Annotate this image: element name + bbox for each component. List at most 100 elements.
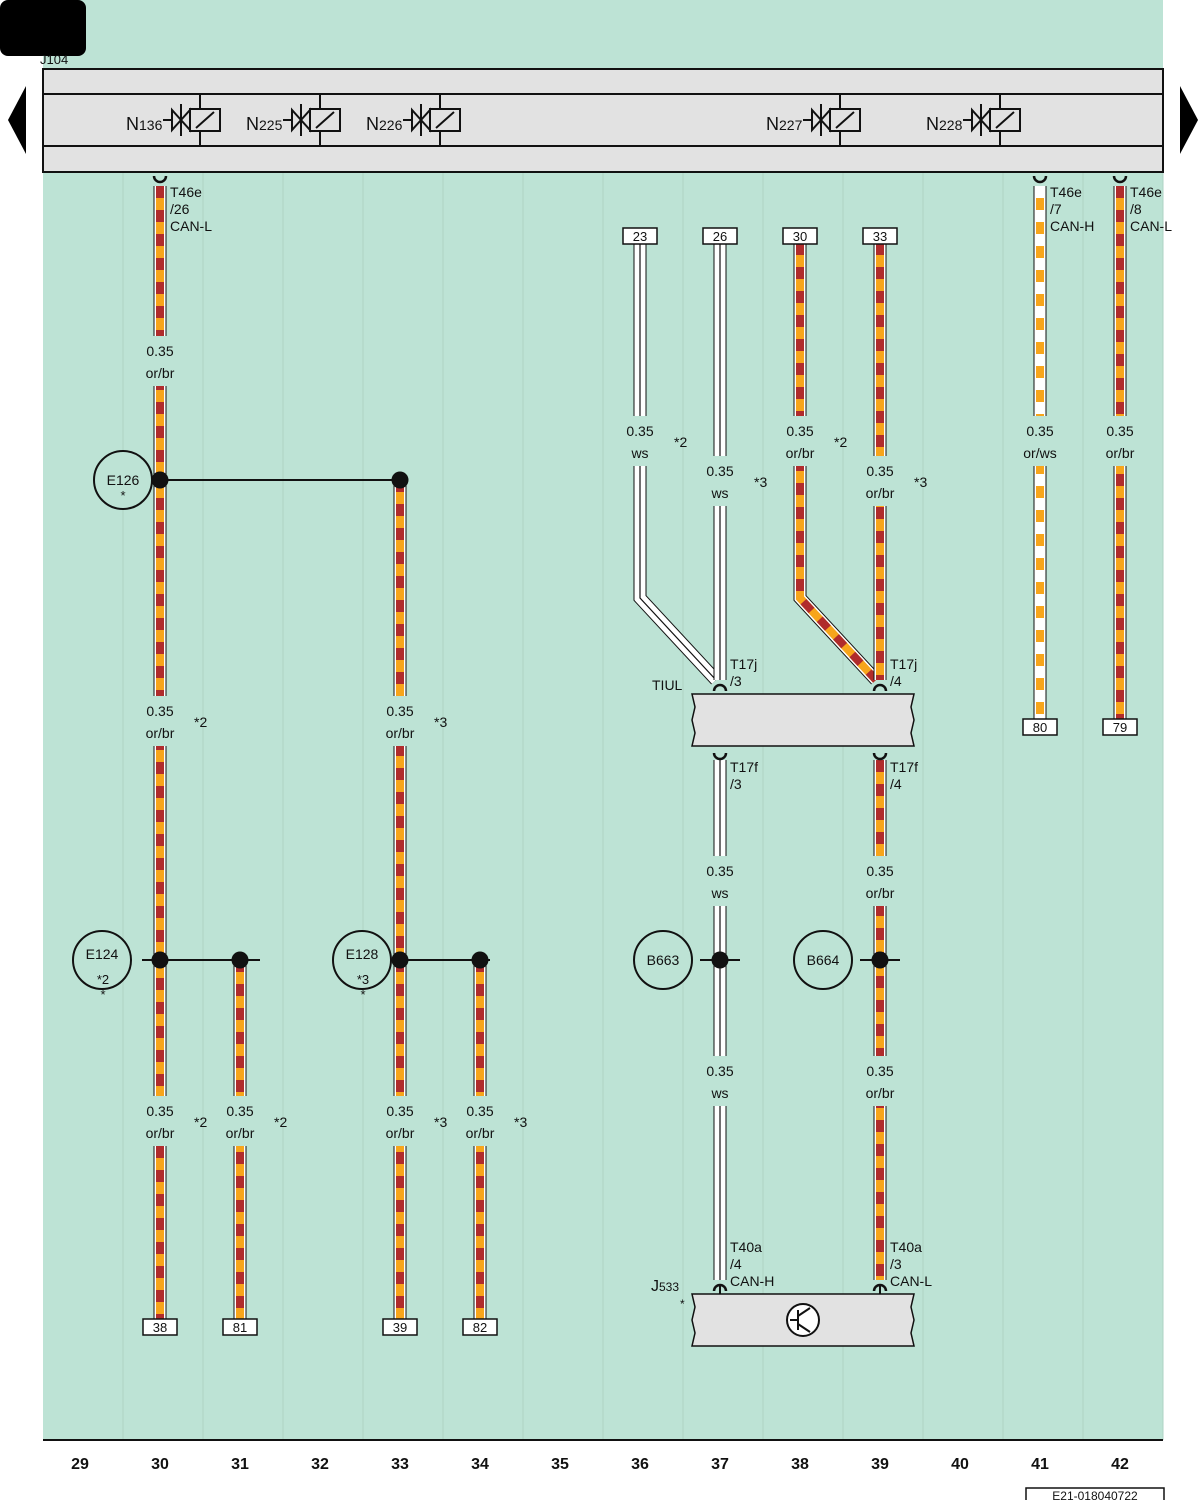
valve-label: N226 [366, 114, 403, 134]
column-gridlines [122, 172, 1164, 1440]
wire-labels: 0.35 or/br 0.35 or/br *2 0.35 or/br *2 0.35 or/br… [144, 336, 1136, 1146]
terminal-box: 39 [382, 1318, 418, 1336]
junction-dot [871, 951, 889, 969]
footer-code-box [1025, 1487, 1165, 1500]
splice-e124: E124 [72, 930, 132, 990]
solenoid-valve-icon: N228 [926, 94, 1021, 146]
junction-dot [151, 471, 169, 489]
wire-color-label: ws [710, 885, 728, 901]
terminal-label: 80 [1033, 720, 1047, 735]
wire-note: *3 [434, 1114, 447, 1130]
connector-label: T46e [170, 184, 202, 200]
connector-icon [1032, 175, 1048, 184]
wire-size-label: 0.35 [466, 1103, 493, 1119]
wire-size-label: 0.35 [1106, 423, 1133, 439]
terminal-box: 33 [862, 227, 898, 245]
valve-label: N228 [926, 114, 963, 134]
splice-note: * [120, 488, 125, 503]
wire-size-label: 0.35 [146, 703, 173, 719]
column-number: 41 [1031, 1456, 1049, 1473]
wire-note: *3 [914, 474, 927, 490]
splice-note: *2 [97, 972, 109, 987]
column-number: 42 [1111, 1456, 1129, 1473]
j104-bus [42, 68, 1164, 173]
splice-label: E126 [107, 472, 140, 488]
connector-label: /4 [730, 1256, 742, 1272]
splice-e126: E126 [93, 450, 153, 510]
wire-size-label: 0.35 [226, 1103, 253, 1119]
triangle-left-icon[interactable] [8, 86, 26, 154]
terminal-box: 79 [1102, 718, 1138, 736]
wire-size-label: 0.35 [706, 463, 733, 479]
connector-label: /7 [1050, 201, 1062, 217]
connector-label: CAN-H [1050, 218, 1094, 234]
connector-label: T46e [1050, 184, 1082, 200]
junction-dot [471, 951, 489, 969]
splice-label: E128 [346, 946, 379, 962]
wire-size-label: 0.35 [866, 863, 893, 879]
terminal-label: 33 [873, 229, 887, 244]
terminal-label: 39 [393, 1320, 407, 1335]
wire-note: *2 [194, 714, 207, 730]
solenoid-valve-icon: N226 [366, 94, 461, 146]
terminal-box: 81 [222, 1318, 258, 1336]
splice-b663: B663 [633, 930, 693, 990]
terminal-box: 26 [702, 227, 738, 245]
module-label: J104 [40, 52, 68, 67]
wire-note: *3 [754, 474, 767, 490]
terminal-box: 23 [622, 227, 658, 245]
wire-size-label: 0.35 [626, 423, 653, 439]
terminal-label: 79 [1113, 720, 1127, 735]
junction-dot [231, 951, 249, 969]
wire-size-label: 0.35 [706, 1063, 733, 1079]
connector-label: CAN-L [1130, 218, 1172, 234]
tiul-component: TIUL [652, 677, 915, 747]
terminal-label: 82 [473, 1320, 487, 1335]
wire-color-label: or/br [146, 725, 175, 741]
wire-note: *2 [274, 1114, 287, 1130]
column-number: 39 [871, 1456, 889, 1473]
wire-size-label: 0.35 [866, 463, 893, 479]
solenoid-valve-icon: N227 [766, 94, 861, 146]
splice-label: B663 [647, 952, 680, 968]
connector-label: /4 [890, 673, 902, 689]
wire-size-label: 0.35 [706, 863, 733, 879]
wire-note: *3 [434, 714, 447, 730]
wire-color-label: ws [710, 485, 728, 501]
valve-label: N225 [246, 114, 283, 134]
column-number: 29 [71, 1456, 89, 1473]
connector-label: T40a [890, 1239, 922, 1255]
wire-color-label: or/br [226, 1125, 255, 1141]
column-number: 33 [391, 1456, 409, 1473]
connector-icon [152, 175, 168, 184]
wire-note: *3 [514, 1114, 527, 1130]
wire [633, 243, 721, 685]
page-tab [0, 0, 86, 56]
column-number: 35 [551, 1456, 569, 1473]
splice-label: B664 [807, 952, 840, 968]
splice-note: * [360, 987, 365, 1002]
connector-icon [1112, 175, 1128, 184]
connector-label: T17f [890, 759, 918, 775]
connector-label: T40a [730, 1239, 762, 1255]
wire-color-label: or/br [146, 1125, 175, 1141]
connector-label: /3 [730, 673, 742, 689]
terminal-box: 80 [1022, 718, 1058, 736]
terminal-label: 38 [153, 1320, 167, 1335]
column-number: 34 [471, 1456, 489, 1473]
connector-icon [712, 752, 728, 761]
wire-color-label: ws [630, 445, 648, 461]
gateway-transistor-icon [786, 1303, 820, 1337]
wire-size-label: 0.35 [386, 703, 413, 719]
triangle-right-icon[interactable] [1180, 86, 1198, 154]
wire-color-label: or/br [866, 1085, 895, 1101]
valve-label: N227 [766, 114, 803, 134]
terminal-label: 26 [713, 229, 727, 244]
wire-color-label: or/br [386, 1125, 415, 1141]
wire-color-label: or/br [866, 485, 895, 501]
column-number: 32 [311, 1456, 329, 1473]
wire-size-label: 0.35 [866, 1063, 893, 1079]
